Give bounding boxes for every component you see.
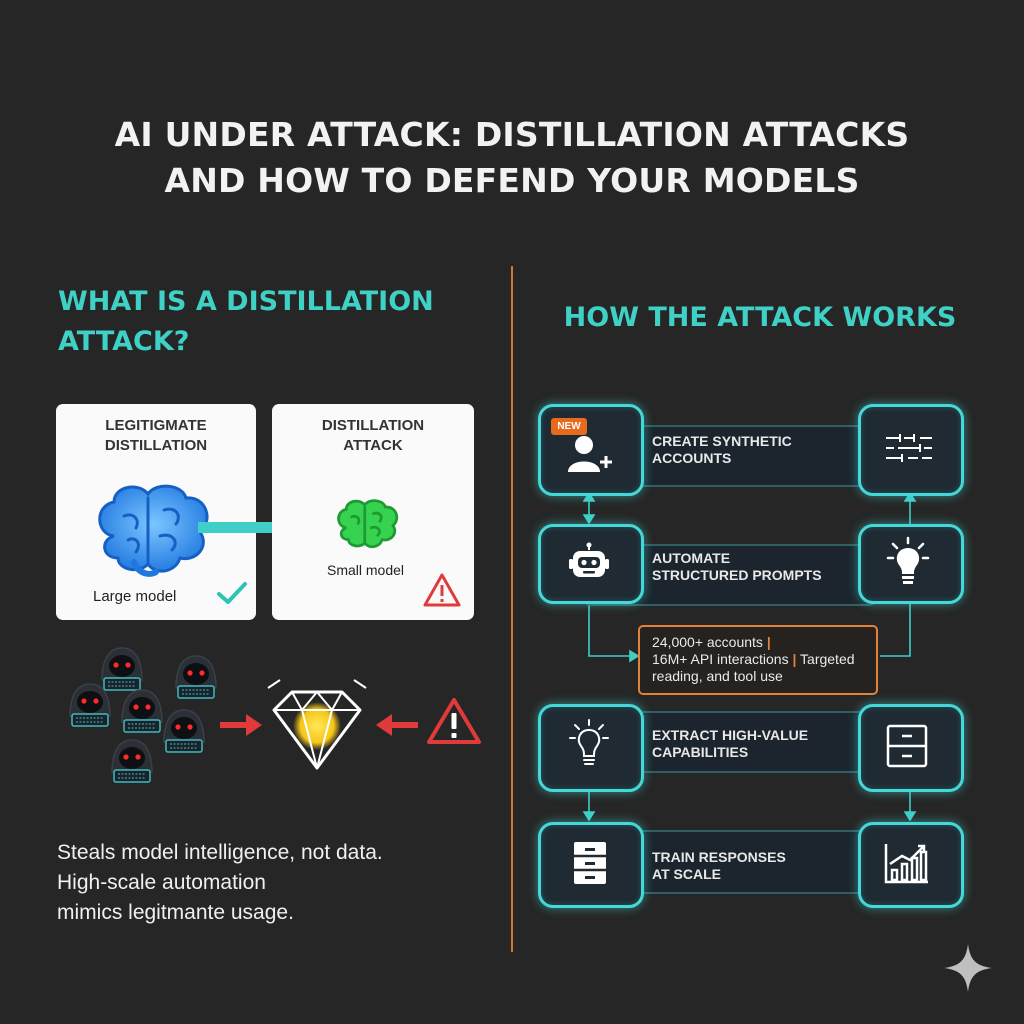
step-2-label: AUTOMATE STRUCTURED PROMPTS	[652, 550, 822, 583]
left-heading-line-1: WHAT IS A DISTILLATION	[58, 286, 434, 317]
alert-warning-icon	[427, 698, 481, 744]
attack-card-caption: Small model	[327, 562, 405, 578]
left-heading-line-2: ATTACK?	[58, 326, 190, 357]
cabinet-filled-icon	[574, 842, 606, 884]
new-badge: NEW	[551, 418, 587, 435]
stat-accounts: 24,000+ accounts	[652, 634, 763, 650]
description-line-1: Steals model intelligence, not data.	[57, 841, 383, 864]
add-user-icon	[568, 436, 612, 472]
description-line-2: High-scale automation	[57, 871, 266, 894]
description-line-3: mimics legitmante usage.	[57, 901, 294, 924]
page-title: AI UNDER ATTACK: DISTILLATION ATTACKS AN…	[0, 112, 1024, 204]
growth-chart-icon	[884, 844, 928, 884]
stat-api: 16M+ API interactions	[652, 651, 789, 667]
stats-callout: 24,000+ accounts | 16M+ API interactions…	[638, 625, 878, 695]
check-icon	[217, 582, 247, 604]
attack-description: Steals model intelligence, not data. Hig…	[57, 838, 477, 928]
stat-targeted: Targeted	[800, 651, 855, 667]
title-line-2: AND HOW TO DEFEND YOUR MODELS	[164, 161, 860, 200]
lightbulb-outline-icon	[569, 719, 609, 765]
network-flow-icon	[886, 434, 932, 462]
cabinet-outline-icon	[886, 724, 928, 768]
step-3-right-box	[858, 704, 964, 792]
legit-distillation-card: LEGITIGMATE DISTILLATION Large model	[56, 404, 256, 620]
stat-separator-1: |	[766, 634, 771, 650]
legit-card-caption: Large model	[93, 588, 177, 605]
section-divider	[511, 266, 513, 952]
attack-right-arrow-icon	[376, 714, 418, 736]
right-section-heading: HOW THE ATTACK WORKS	[563, 302, 957, 333]
distillation-attack-card: DISTILLATION ATTACK Small model	[272, 404, 474, 620]
step-1-right-box	[858, 404, 964, 496]
step-1-label: CREATE SYNTHETIC ACCOUNTS	[652, 433, 792, 466]
stat-line-3: reading, and tool use	[652, 668, 783, 684]
small-brain-icon	[337, 499, 399, 549]
stat-separator-2: |	[792, 651, 797, 667]
lightbulb-glow-icon	[886, 536, 930, 584]
attack-card-title: DISTILLATION ATTACK	[321, 417, 425, 454]
step-3-left-box	[538, 704, 644, 792]
title-line-1: AI UNDER ATTACK: DISTILLATION ATTACKS	[114, 115, 910, 154]
step-3-label: EXTRACT HIGH-VALUE CAPABILITIES	[652, 727, 809, 760]
diamond-icon	[267, 679, 367, 770]
warning-icon	[423, 573, 461, 607]
left-section-heading: WHAT IS A DISTILLATION ATTACK?	[58, 282, 478, 362]
large-brain-icon	[98, 484, 209, 577]
legit-card-title: LEGITIGMATE DISTILLATION	[104, 417, 208, 454]
robot-icon	[569, 542, 609, 577]
sparkle-icon	[944, 944, 992, 992]
attack-left-arrow-icon	[220, 714, 262, 736]
step-4-label: TRAIN RESPONSES AT SCALE	[652, 849, 786, 882]
